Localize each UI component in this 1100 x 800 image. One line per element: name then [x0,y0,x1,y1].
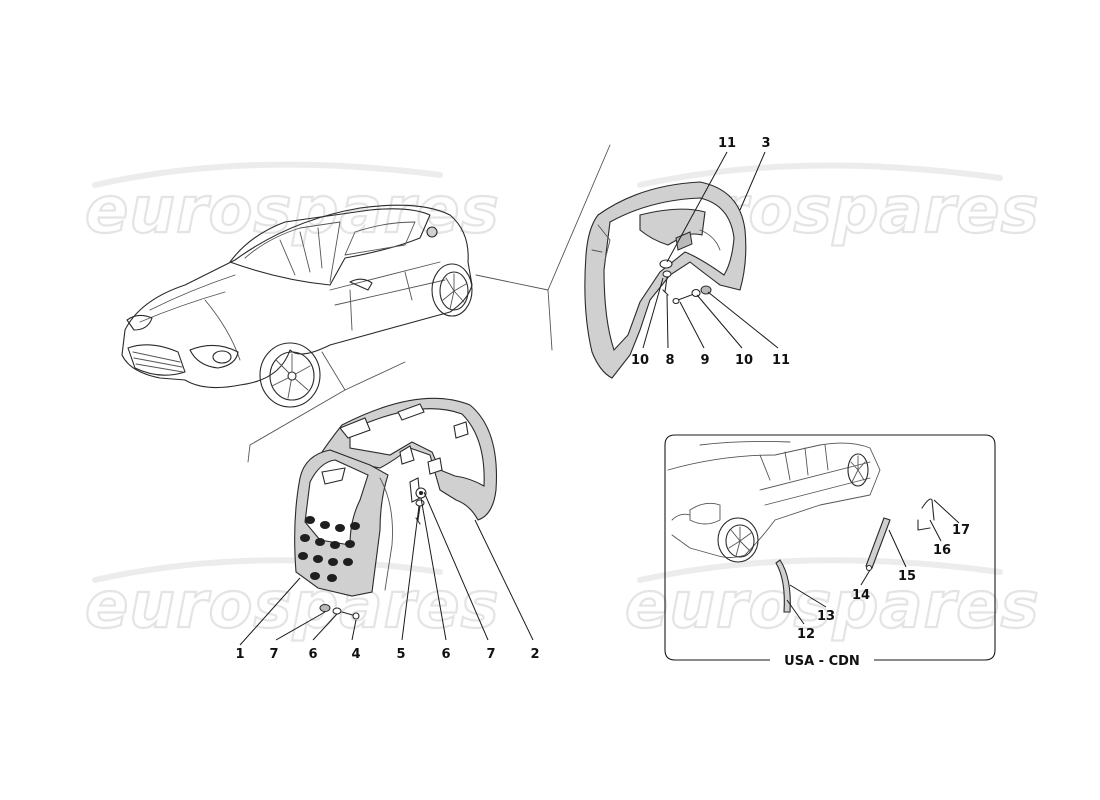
callout-10-b: 10 [735,353,753,368]
leader-lines [239,151,960,646]
car-overview [121,204,473,408]
callout-12: 12 [797,627,815,642]
callout-5: 5 [396,647,405,662]
trim-strip-front [775,559,791,613]
watermark-text-1: eurospares [85,174,500,248]
front-wheel-icon [259,342,321,408]
rear-wheelarch-liner [584,181,747,379]
watermark-text-4: eurospares [625,569,1040,643]
inset-caption-text: USA - CDN [784,654,860,669]
callout-4: 4 [351,647,360,662]
callout-6-b: 6 [441,647,450,662]
watermark-text-3: eurospares [85,569,500,643]
callout-1: 1 [235,647,244,662]
front-wheelarch-liner [294,397,498,620]
callout-8: 8 [665,353,674,368]
vent-holes [298,516,360,582]
callout-3: 3 [761,136,770,151]
inset-caption-bg [770,652,874,668]
callout-7: 7 [269,647,278,662]
callout-6: 6 [308,647,317,662]
callout-11-b: 11 [772,353,790,368]
callout-numbers: 1 7 6 4 5 6 7 2 11 3 10 8 9 10 11 12 13 … [235,136,970,662]
callout-10: 10 [631,353,649,368]
callout-14: 14 [852,588,870,603]
rear-wheel-icon [431,263,473,317]
watermark-layer: eurospares eurospares eurospares eurospa… [84,161,1040,644]
usa-cdn-inset: USA - CDN [664,434,996,669]
callout-7-b: 7 [486,647,495,662]
callout-16: 16 [933,543,951,558]
callout-2: 2 [530,647,539,662]
trim-clip [917,498,935,531]
fasteners-rear [659,259,712,305]
trim-strip-rear [865,517,891,572]
callout-11: 11 [718,136,736,151]
callout-17: 17 [952,523,970,538]
fasteners-front-lower [319,604,360,620]
callout-9: 9 [700,353,709,368]
fasteners-front-upper [409,477,427,525]
callout-15: 15 [898,569,916,584]
callout-13: 13 [817,609,835,624]
context-lines [247,144,611,463]
